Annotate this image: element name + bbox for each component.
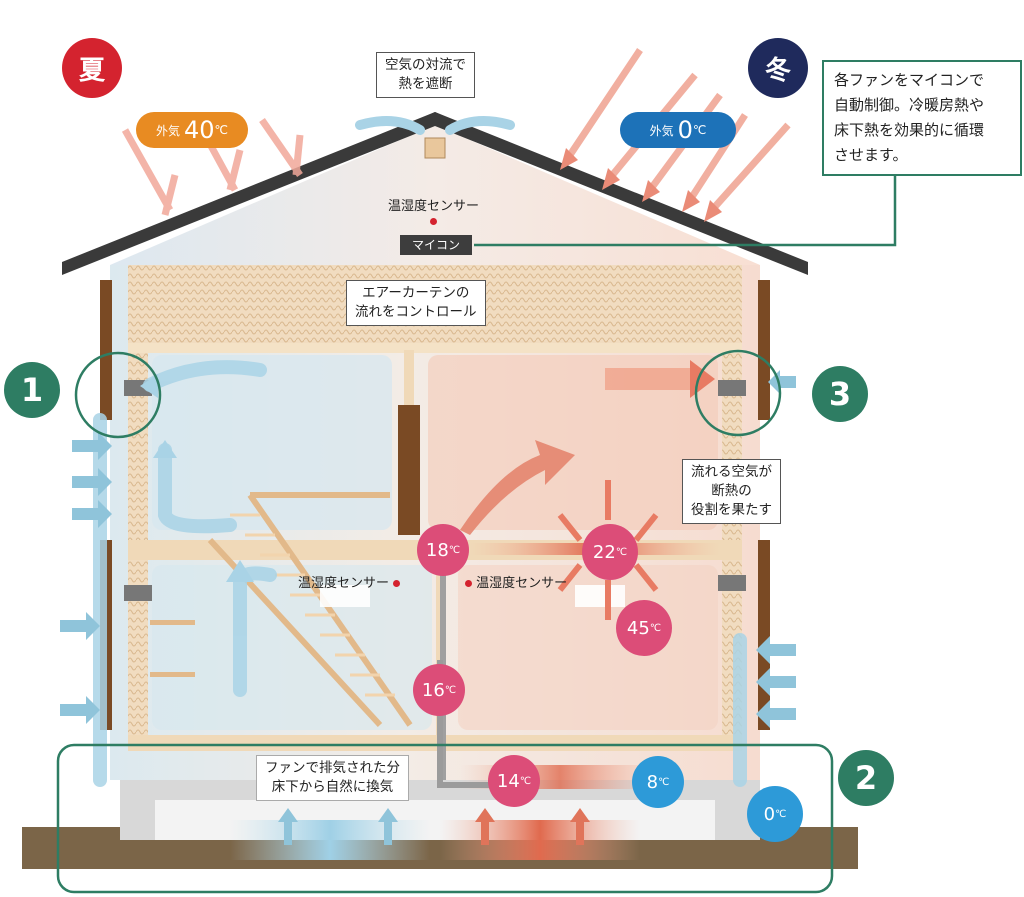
microcomputer-note: 各ファンをマイコンで 自動制御。冷暖房熱や 床下熱を効果的に循環 させます。 bbox=[822, 60, 1022, 176]
highlight-2 bbox=[56, 743, 834, 894]
section-number-1: 1 bbox=[4, 362, 60, 418]
warm-airflow bbox=[460, 360, 715, 620]
roof-convection bbox=[355, 116, 515, 135]
winter-badge: 冬 bbox=[748, 38, 808, 98]
outside-air-arrows-right bbox=[756, 370, 796, 728]
temp-outside-base: 0℃ bbox=[747, 786, 803, 842]
room-2f-left bbox=[152, 355, 392, 530]
outside-air-arrows-left bbox=[60, 432, 112, 724]
sensor-dot-icon bbox=[393, 580, 401, 587]
temp-crawl-cool: 8℃ bbox=[632, 756, 684, 808]
fan-2f-right bbox=[718, 380, 746, 396]
first-floor-slab bbox=[128, 735, 742, 751]
fan-1f-right bbox=[718, 575, 746, 591]
temp-hall-2f: 18℃ bbox=[417, 524, 469, 576]
cool-arrowheads bbox=[140, 374, 254, 582]
temp-ceiling-1f: 45℃ bbox=[616, 600, 672, 656]
air-curtain-callout: エアーカーテンの流れをコントロール bbox=[346, 280, 486, 326]
microcomputer-label: マイコン bbox=[400, 235, 472, 255]
section-number-3: 3 bbox=[812, 366, 868, 422]
left-wall-upper bbox=[100, 280, 112, 420]
highlight-1 bbox=[74, 351, 162, 439]
right-room-sensor: 温湿度センサー bbox=[465, 572, 567, 591]
door bbox=[398, 405, 420, 535]
sensor-dot-icon bbox=[465, 580, 472, 587]
crawl-warm-zone bbox=[440, 820, 640, 860]
fan-1f-left bbox=[124, 585, 152, 601]
sensor-dot-icon bbox=[430, 218, 437, 225]
highlight-3 bbox=[694, 349, 782, 437]
summer-badge: 夏 bbox=[62, 38, 122, 98]
microcomputer-connector bbox=[474, 174, 897, 247]
section-number-2: 2 bbox=[838, 750, 894, 806]
attic bbox=[110, 125, 760, 265]
temp-hall-1f: 16℃ bbox=[413, 664, 465, 716]
crawl-cool-zone bbox=[230, 820, 430, 860]
temp-crawl-warm: 14℃ bbox=[488, 755, 540, 807]
left-room-sensor: 温湿度センサー bbox=[298, 572, 401, 591]
insulation-callout: 流れる空気が断熱の役割を果たす bbox=[682, 459, 781, 524]
attic-sensor: 温湿度センサー bbox=[388, 195, 479, 229]
crawlspace-callout: ファンで排気された分床下から自然に換気 bbox=[256, 755, 409, 801]
roof-callout: 空気の対流で熱を遮断 bbox=[376, 52, 475, 98]
right-wall-upper bbox=[758, 280, 770, 420]
temp-room-2f: 22℃ bbox=[582, 524, 638, 580]
right-wall-lower bbox=[758, 540, 770, 730]
